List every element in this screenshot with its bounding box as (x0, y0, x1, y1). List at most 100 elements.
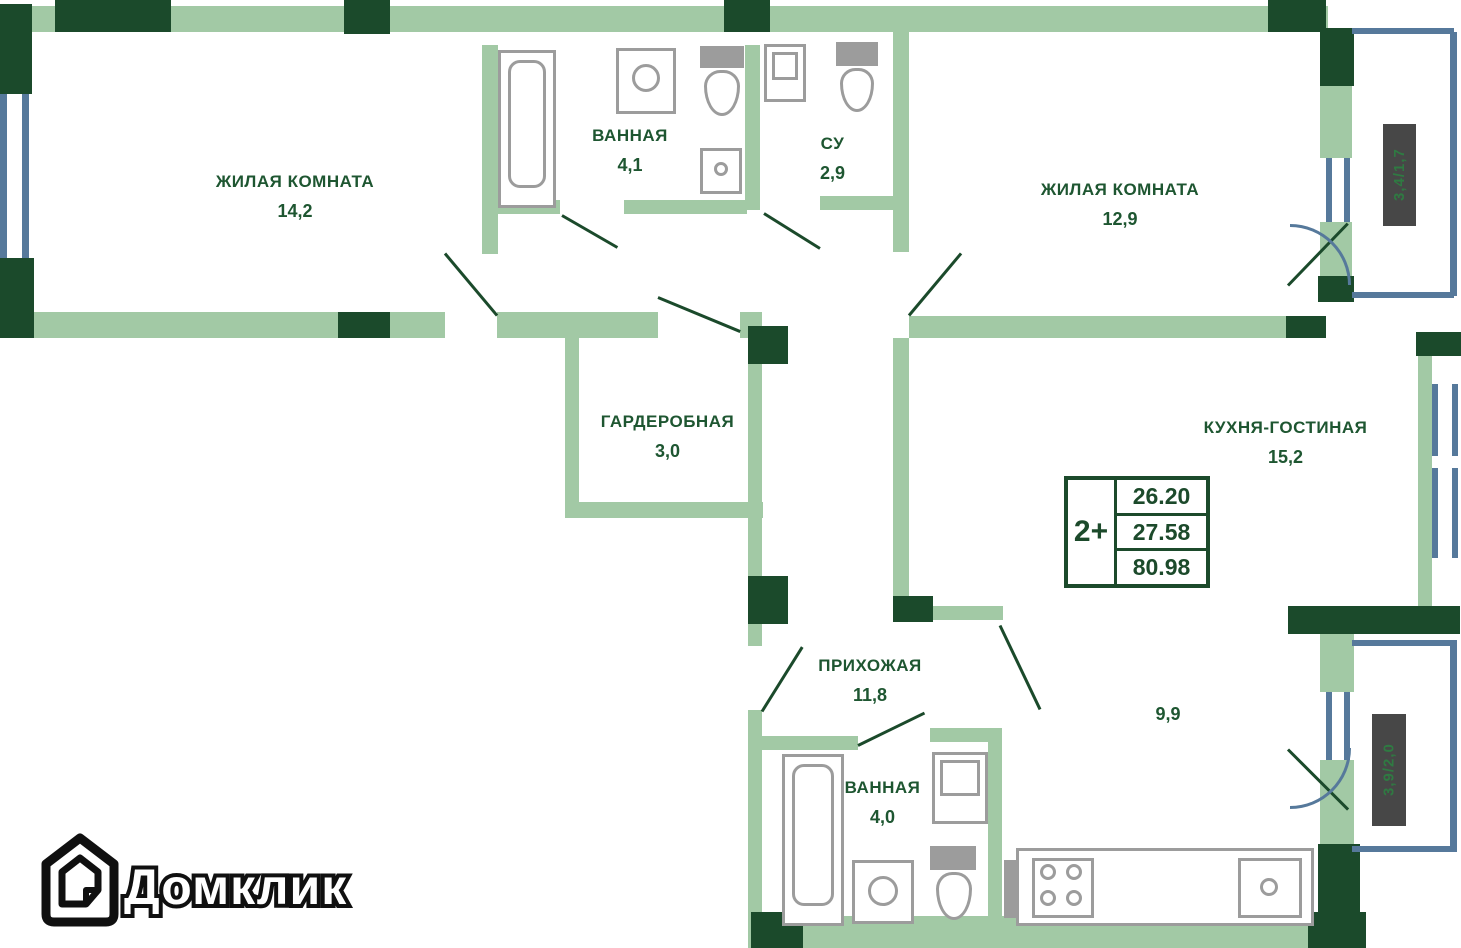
room-name: КУХНЯ-ГОСТИНАЯ (1203, 418, 1368, 437)
stove-burner-icon (1040, 864, 1056, 880)
wall-segment (748, 326, 788, 364)
bathtub-icon (792, 764, 834, 906)
wall-segment (909, 316, 1289, 338)
window (1432, 384, 1438, 456)
info-plate-value: 27.58 (1117, 512, 1206, 549)
wall-segment (338, 312, 390, 338)
room-name: ВАННАЯ (592, 126, 668, 145)
vent-shaft (1372, 714, 1406, 826)
door-swing (857, 711, 926, 747)
room-area: 4,0 (869, 807, 896, 828)
balcony-door-glazing (1326, 158, 1332, 222)
room-area: 3,0 (654, 441, 681, 462)
info-plate-type: 2+ (1068, 480, 1117, 584)
room-label-kitchen: КУХНЯ-ГОСТИНАЯ 15,2 (1158, 418, 1413, 469)
wall-segment (1288, 606, 1460, 634)
wall-segment (748, 710, 762, 916)
window (1432, 468, 1438, 558)
wall-segment (1308, 912, 1366, 948)
wall-segment (482, 214, 498, 254)
wall-segment (482, 45, 498, 216)
info-plate: 2+ 26.20 27.58 80.98 (1064, 476, 1210, 588)
room-name: ЖИЛАЯ КОМНАТА (1040, 180, 1200, 199)
wall-segment (0, 4, 32, 94)
wall-segment (565, 502, 763, 518)
room-label-living1: ЖИЛАЯ КОМНАТА 14,2 (150, 172, 440, 223)
wall-segment (755, 736, 858, 750)
room-name: ПРИХОЖАЯ (818, 656, 922, 675)
washing-machine-icon (632, 64, 660, 92)
door-swing (998, 624, 1042, 711)
wall-segment (55, 0, 171, 32)
wall-segment (893, 338, 909, 608)
sink-icon (940, 760, 980, 796)
wall-segment (1320, 634, 1354, 694)
room-name: ВАННАЯ (844, 778, 921, 797)
wall-segment (724, 0, 770, 32)
stove-burner-icon (1066, 864, 1082, 880)
wall-segment (748, 338, 762, 512)
wall-segment (1416, 332, 1461, 356)
wall-segment (893, 30, 909, 252)
window (22, 94, 29, 258)
room-label-bath1: ВАННАЯ 4,1 (555, 126, 705, 177)
toilet-icon (930, 846, 976, 870)
door-swing (443, 252, 499, 317)
info-plate-values: 26.20 27.58 80.98 (1117, 480, 1206, 584)
vent-shaft (1383, 124, 1416, 226)
room-name: ЖИЛАЯ КОМНАТА (215, 172, 375, 191)
wall-segment (0, 6, 1328, 32)
loggia-label-bottom: 3,9/2,0 (1380, 743, 1398, 797)
window (1452, 468, 1458, 558)
room-label-wc: СУ 2,9 (790, 134, 875, 185)
toilet-icon (836, 42, 878, 66)
bathtub-icon (508, 60, 546, 188)
room-area-kitchen-zone: 9,9 (1155, 704, 1181, 724)
loggia-glazing (1352, 846, 1454, 852)
cabinet-icon (714, 162, 728, 176)
room-area: 15,2 (1267, 447, 1304, 468)
wall-segment (565, 338, 579, 514)
room-area: 14,2 (277, 201, 313, 222)
wall-segment (1268, 0, 1326, 32)
info-plate-value: 26.20 (1132, 482, 1191, 509)
room-label-wardrobe: ГАРДЕРОБНАЯ 3,0 (560, 412, 775, 463)
wall-segment (748, 510, 762, 580)
domclick-logo-svg: Домклик (41, 833, 350, 927)
wall-segment (748, 620, 762, 646)
wall-segment (624, 200, 747, 214)
room-area: 2,9 (819, 163, 846, 184)
washing-machine-icon (852, 860, 914, 924)
toilet-icon (936, 872, 972, 920)
loggia-glazing (1352, 292, 1454, 298)
door-swing (657, 296, 741, 333)
wall-segment (1286, 316, 1326, 338)
window (0, 94, 7, 258)
cabinet-icon (700, 148, 742, 194)
wall-segment (930, 728, 1002, 742)
wall-segment (745, 45, 760, 210)
balcony-door-glazing (1344, 158, 1350, 222)
room-label-living2: ЖИЛАЯ КОМНАТА 12,9 (975, 180, 1265, 231)
loggia-label-top: 3,4/1,7 (1391, 148, 1408, 202)
wall-segment (497, 312, 658, 338)
loggia-glazing (1450, 640, 1457, 852)
wall-segment (820, 196, 898, 210)
domclick-logo: Домклик (36, 832, 366, 933)
room-area: 11,8 (852, 685, 888, 706)
room-name: ГАРДЕРОБНАЯ (600, 412, 735, 431)
wall-segment (1318, 844, 1360, 916)
loggia-glazing (1352, 640, 1454, 646)
balcony-door-glazing (1344, 692, 1350, 760)
wall-segment (1418, 338, 1432, 608)
washing-machine-icon (868, 876, 898, 906)
wall-segment (1320, 28, 1354, 86)
sink-icon (772, 52, 798, 80)
window (1452, 384, 1458, 456)
stove-burner-icon (1066, 890, 1082, 906)
balcony-door-glazing (1326, 692, 1332, 760)
door-swing (561, 214, 619, 249)
house-icon-fold (83, 887, 101, 907)
wall-segment (893, 596, 933, 622)
room-name: СУ (820, 134, 845, 153)
